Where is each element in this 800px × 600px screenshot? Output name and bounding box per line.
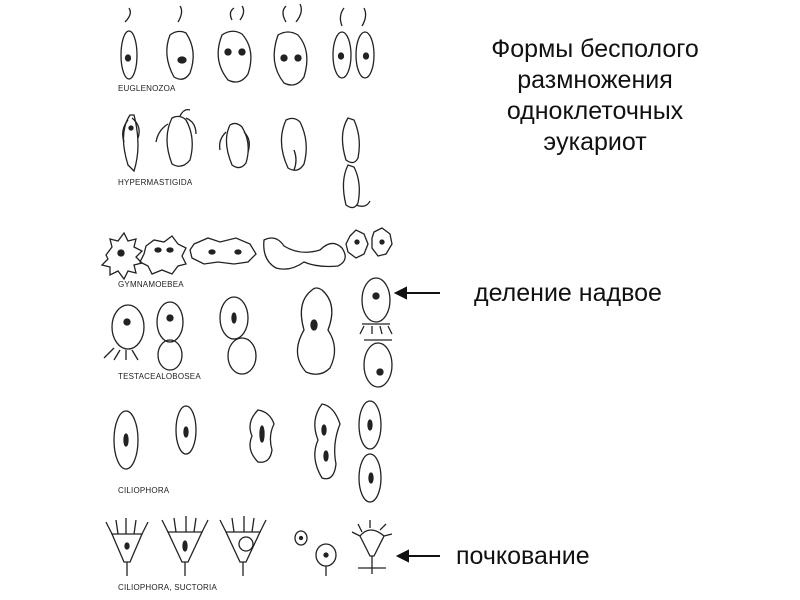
ciliophora-cells: [113, 400, 382, 503]
row-label-suctoria: CILIOPHORA, SUCTORIA: [118, 583, 217, 592]
title-line-1: Формы бесполого: [491, 35, 699, 63]
row-label-euglenozoa: EUGLENOZOA: [118, 84, 176, 93]
suctoria-cells: [105, 516, 393, 576]
budding-arrowhead: [395, 549, 409, 563]
row-label-testacealobosea: TESTACEALOBOSEA: [118, 372, 201, 381]
protist-reproduction-figure: [100, 3, 440, 576]
slide-title: Формы бесполого размножения одноклеточны…: [430, 34, 760, 158]
annotation-budding: почкование: [456, 542, 590, 570]
annotation-binary-fission: деление надвое: [474, 279, 662, 307]
row-label-gymnamoebea: GYMNAMOEBEA: [118, 280, 184, 289]
title-line-2: размножения: [517, 66, 673, 94]
hypermastigida-cells: [122, 108, 371, 209]
fission-arrowhead: [393, 286, 407, 300]
row-label-hypermastigida: HYPERMASTIGIDA: [118, 178, 193, 187]
title-line-3: одноклеточных: [506, 97, 684, 125]
euglenozoa-cells: [120, 3, 375, 86]
testacealobosea-cells: [103, 277, 393, 388]
title-line-4: эукариот: [543, 128, 647, 156]
gymnamoebea-cells: [100, 227, 393, 281]
row-label-ciliophora: CILIOPHORA: [118, 486, 170, 495]
